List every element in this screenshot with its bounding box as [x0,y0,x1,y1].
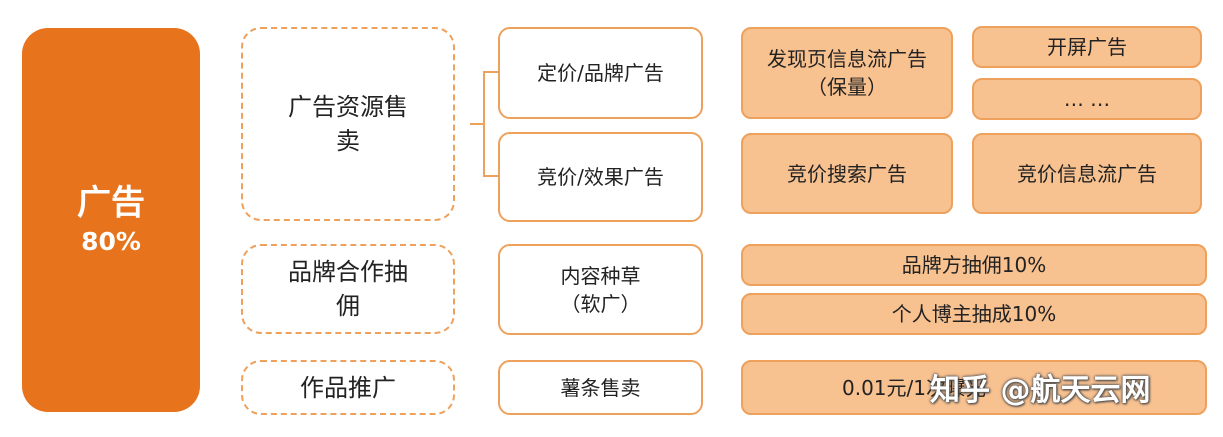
item-label: 开屏广告 [1047,35,1127,59]
type-label: 竞价/效果广告 [537,165,664,189]
item-bid-search-ad: 竞价搜索广告 [741,133,953,214]
main-revenue-block: 广告 80% [22,28,200,412]
item-label: 竞价搜索广告 [787,161,907,186]
category-work-promotion: 作品推广 [241,360,455,415]
category-label: 广告资源售卖 [288,93,408,155]
type-label: 定价/品牌广告 [537,61,664,85]
item-shutiao-price: 0.01元/1次曝光 [741,360,1207,415]
type-content-seeding: 内容种草（软广） [498,244,703,335]
item-label: 品牌方抽佣10% [901,253,1047,277]
category-label: 作品推广 [300,373,396,402]
watermark-text: 知乎 @航天云网 [930,373,1151,408]
main-percent: 80% [81,227,141,256]
category-ad-resource-sale: 广告资源售卖 [241,27,455,221]
category-brand-commission: 品牌合作抽佣 [241,244,455,334]
item-more: … … [972,78,1202,120]
type-shutiao-sale: 薯条售卖 [498,360,703,415]
item-label: 0.01元/1次曝光 [842,375,986,400]
item-label: 发现页信息流广告（保量） [767,47,927,99]
item-splash-ad: 开屏广告 [972,26,1202,68]
type-label: 薯条售卖 [560,375,641,400]
item-label: … … [1063,87,1111,111]
type-bid-performance-ad: 竞价/效果广告 [498,132,703,222]
type-label: 内容种草（软广） [560,263,641,316]
item-label: 竞价信息流广告 [1017,161,1157,186]
category-label: 品牌合作抽佣 [288,258,408,320]
item-blogger-commission: 个人博主抽成10% [741,293,1207,335]
bracket-connector [470,71,498,177]
item-brand-commission: 品牌方抽佣10% [741,244,1207,286]
item-bid-feed-ad: 竞价信息流广告 [972,133,1202,214]
item-label: 个人博主抽成10% [891,302,1057,326]
main-title: 广告 [77,183,145,223]
type-fixed-brand-ad: 定价/品牌广告 [498,27,703,119]
item-discover-feed-ad: 发现页信息流广告（保量） [741,27,953,119]
